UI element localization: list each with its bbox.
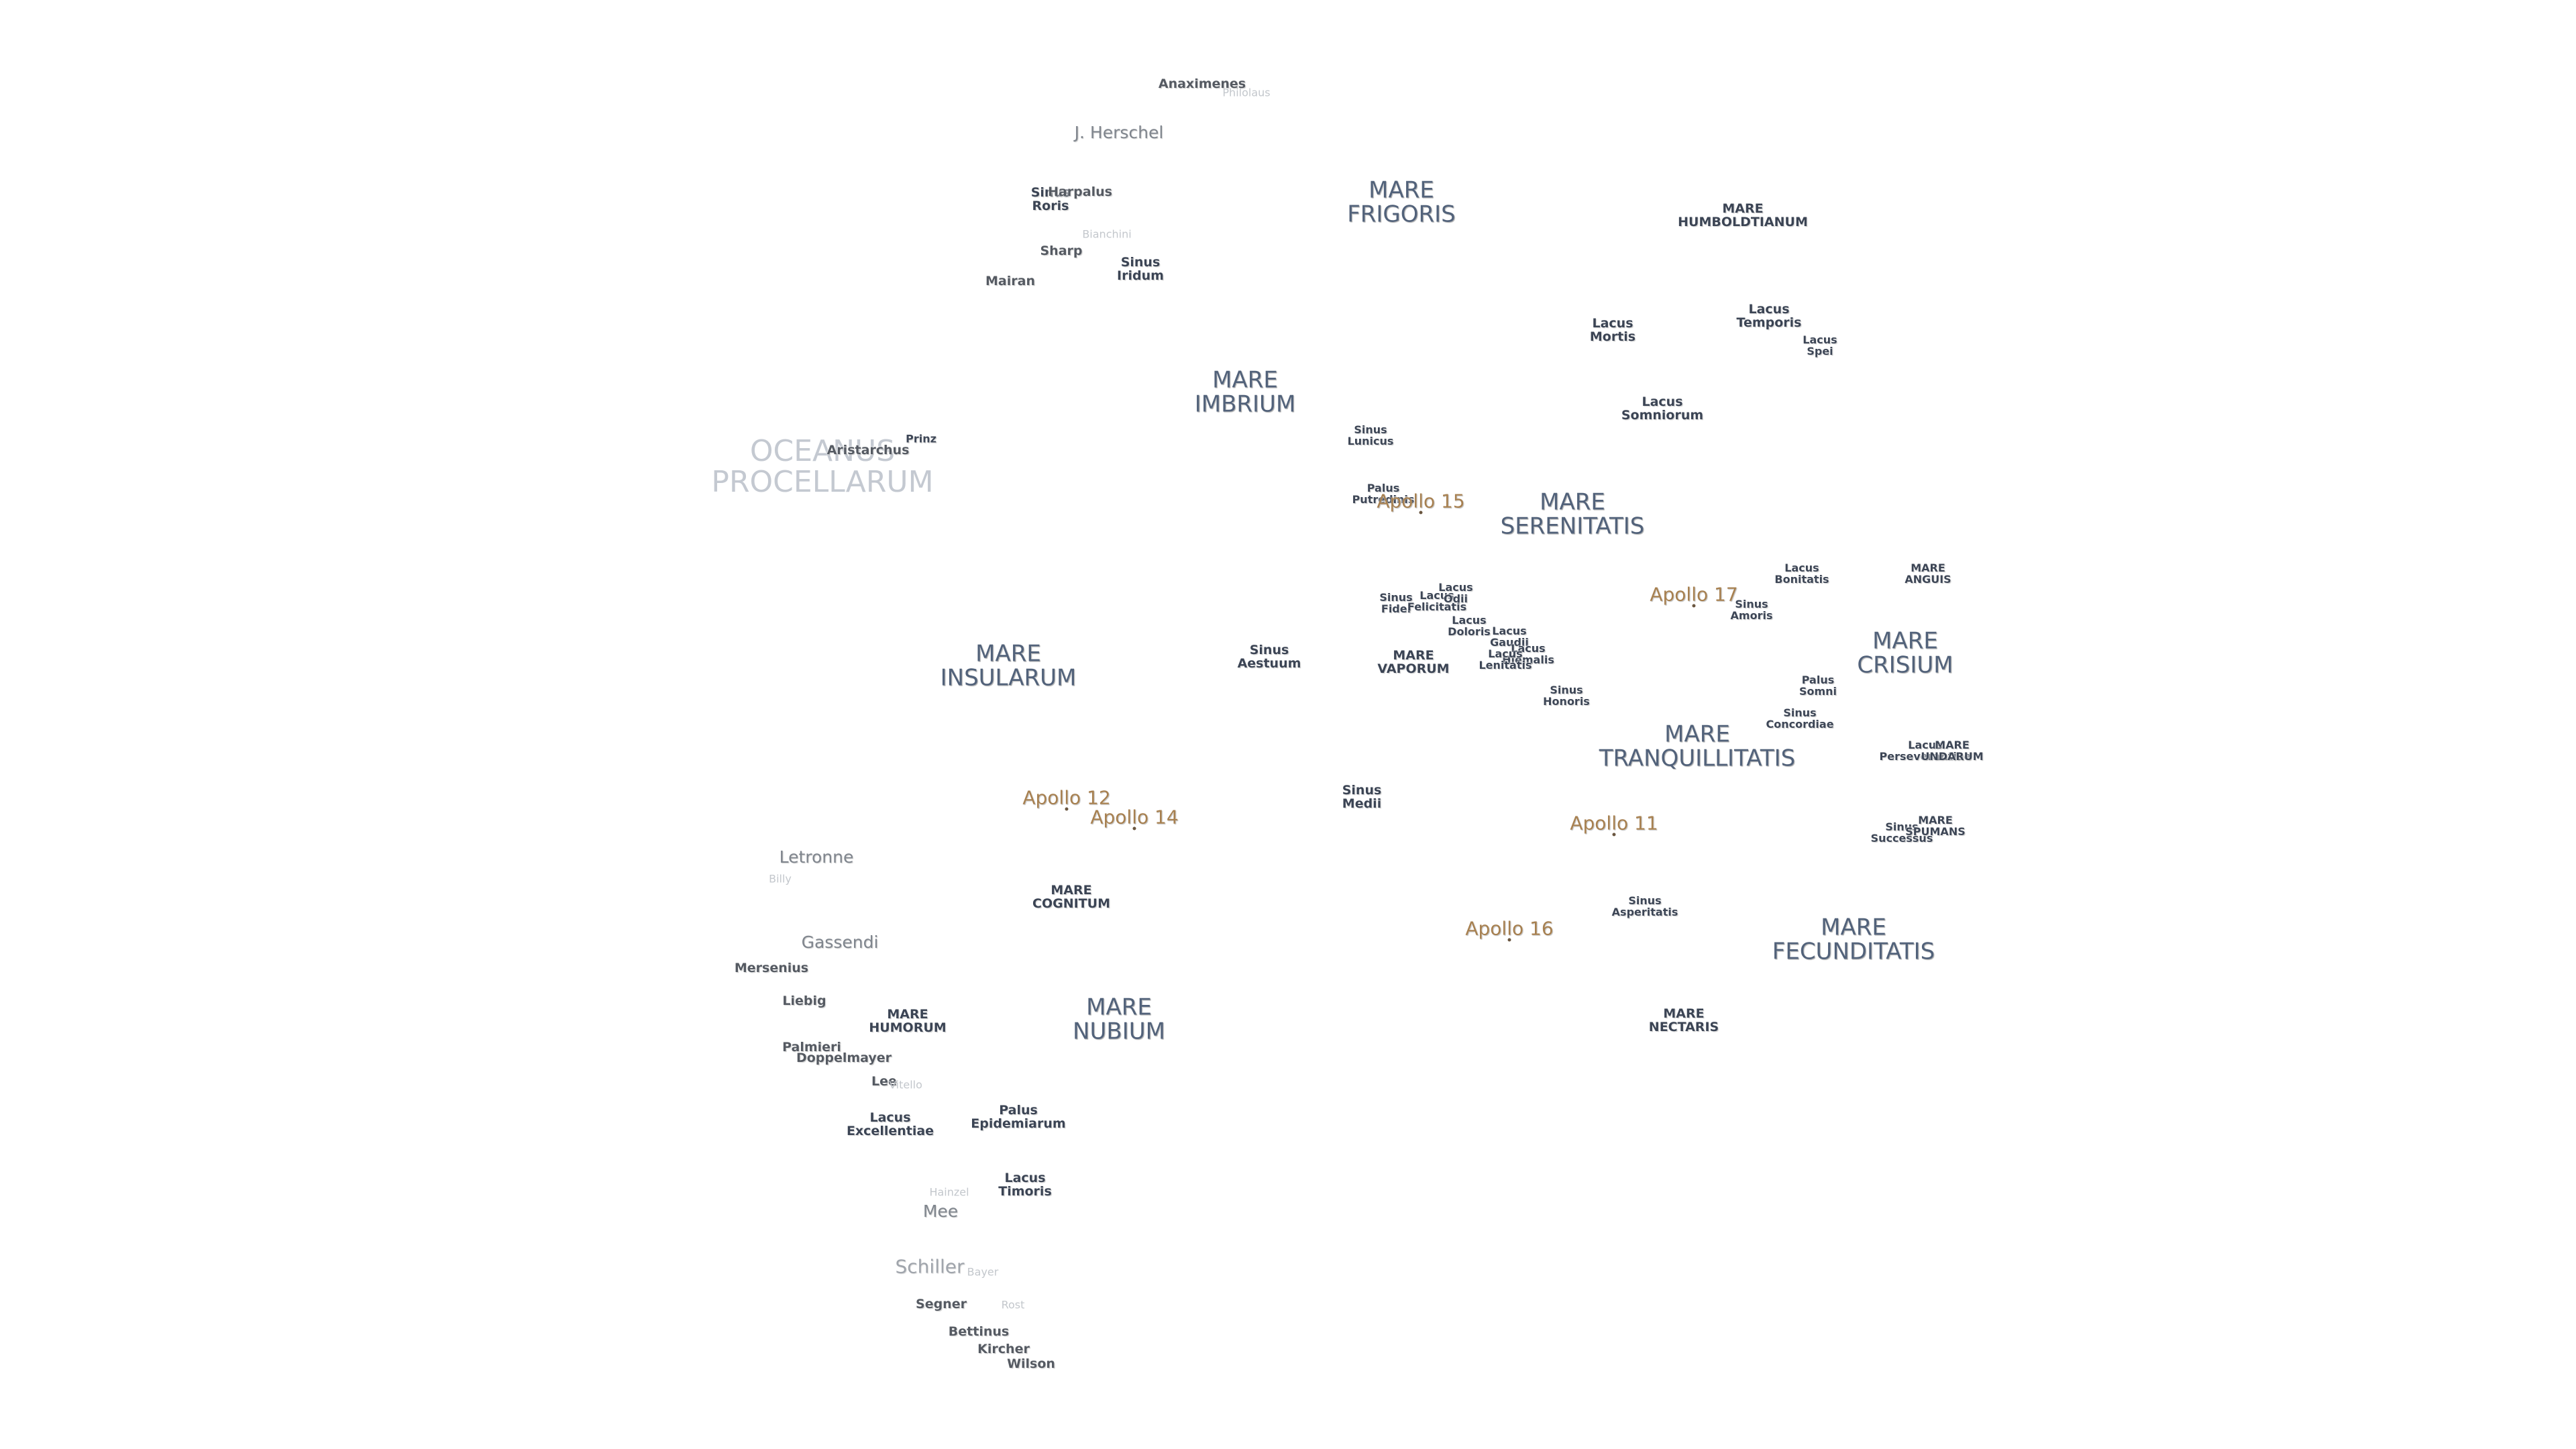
feature-label-lacus-bonitatis: Lacus Bonitatis: [1774, 561, 1829, 586]
feature-label-lacus-somniorum: Lacus Somniorum: [1621, 394, 1704, 423]
feature-label-lacus-gaudii: Lacus Gaudii: [1490, 625, 1529, 649]
feature-label-mare-nubium: MARE NUBIUM: [1073, 994, 1165, 1044]
feature-label-mare-frigoris: MARE FRIGORIS: [1347, 176, 1456, 227]
feature-label-mare-humorum: MARE HUMORUM: [869, 1007, 947, 1035]
feature-label-letronne: Letronne: [779, 847, 854, 867]
feature-label-mairan: Mairan: [985, 274, 1035, 289]
feature-label-sinus-asperitatis: Sinus Asperitatis: [1611, 894, 1678, 918]
feature-label-mare-humboldtianum: MARE HUMBOLDTIANUM: [1678, 201, 1808, 229]
feature-label-sinus-amoris: Sinus Amoris: [1730, 598, 1773, 622]
feature-label-lacus-hiemalis: Lacus Hiemalis: [1502, 642, 1554, 666]
feature-label-sinus-medii: Sinus Medii: [1342, 783, 1382, 811]
landing-site-marker-apollo-11: [1612, 833, 1616, 837]
feature-label-mare-tranquillitatis: MARE TRANQUILLITATIS: [1599, 720, 1796, 771]
feature-label-mare-fecunditatis: MARE FECUNDITATIS: [1772, 914, 1935, 965]
feature-label-lacus-temporis: Lacus Temporis: [1736, 302, 1802, 330]
feature-label-lacus-doloris: Lacus Doloris: [1448, 614, 1491, 638]
feature-label-sinus-concordiae: Sinus Concordiae: [1766, 706, 1834, 731]
feature-label-liebig: Liebig: [782, 994, 826, 1009]
apollo-label-apollo-14: Apollo 14: [1090, 806, 1179, 828]
feature-label-lacus-excellentiae: Lacus Excellentiae: [846, 1110, 934, 1138]
feature-label-lacus-mortis: Lacus Mortis: [1589, 316, 1636, 344]
apollo-label-apollo-16: Apollo 16: [1465, 917, 1554, 940]
feature-label-mare-spumans: MARE SPUMANS: [1905, 814, 1966, 838]
feature-label-sinus-fidei: Sinus Fidei: [1379, 591, 1413, 615]
feature-label-gassendi: Gassendi: [801, 932, 879, 952]
feature-label-wilson: Wilson: [1007, 1356, 1055, 1372]
feature-label-mare-insularum: MARE INSULARUM: [940, 640, 1077, 691]
feature-label-lee: Lee: [871, 1074, 897, 1089]
feature-label-mare-cognitum: MARE COGNITUM: [1032, 883, 1110, 911]
feature-label-bettinus: Bettinus: [948, 1324, 1010, 1340]
feature-label-mare-nectaris: MARE NECTARIS: [1648, 1006, 1719, 1034]
feature-label-sinus-roris: Sinus Roris: [1030, 185, 1071, 213]
landing-site-marker-apollo-16: [1507, 938, 1511, 942]
feature-label-sinus-aestuum: Sinus Aestuum: [1237, 643, 1301, 671]
feature-label-sinus-iridum: Sinus Iridum: [1117, 255, 1164, 283]
feature-label-mare-serenitatis: MARE SERENITATIS: [1500, 488, 1645, 539]
feature-label-lacus-felicitatis: Lacus Felicitatis: [1407, 589, 1467, 613]
feature-label-mare-undarum: MARE UNDARUM: [1921, 739, 1984, 763]
feature-label-schiller: Schiller: [895, 1255, 965, 1278]
feature-label-mare-imbrium: MARE IMBRIUM: [1194, 366, 1296, 417]
landing-site-marker-apollo-15: [1419, 511, 1423, 515]
feature-label-vitello: Vitello: [889, 1078, 922, 1091]
apollo-label-apollo-15: Apollo 15: [1377, 490, 1465, 513]
feature-label-oceanus-procellarum: OCEANUS PROCELLARUM: [711, 433, 934, 499]
feature-label-anaximenes: Anaximenes: [1158, 76, 1246, 92]
feature-label-doppelmayer: Doppelmayer: [796, 1051, 892, 1066]
feature-label-mare-vaporum: MARE VAPORUM: [1377, 648, 1450, 676]
feature-label-palus-somni: Palus Somni: [1799, 674, 1837, 698]
feature-label-palmieri: Palmieri: [782, 1040, 841, 1055]
feature-label-palus-putredinis: Palus Putredinis: [1352, 482, 1415, 506]
feature-label-mersenius: Mersenius: [734, 961, 809, 976]
apollo-label-apollo-17: Apollo 17: [1650, 583, 1738, 606]
feature-label-sinus-honoris: Sinus Honoris: [1543, 684, 1590, 708]
feature-label-philolaus: Philolaus: [1222, 86, 1271, 99]
feature-label-kircher: Kircher: [977, 1342, 1030, 1357]
feature-label-rost: Rost: [1001, 1298, 1025, 1311]
feature-label-sharp: Sharp: [1040, 244, 1083, 259]
feature-label-mee: Mee: [922, 1201, 959, 1221]
feature-label-prinz: Prinz: [906, 432, 936, 445]
feature-label-lacus-lenitatis: Lacus Lenitatis: [1479, 647, 1532, 672]
feature-label-aristarchus: Aristarchus: [826, 443, 910, 458]
feature-label-lacus-odii: Lacus Odii: [1438, 581, 1473, 605]
apollo-label-apollo-11: Apollo 11: [1570, 812, 1658, 835]
feature-label-billy: Billy: [769, 872, 792, 885]
feature-label-palus-epidemiarum: Palus Epidemiarum: [971, 1103, 1066, 1131]
feature-label-mare-anguis: MARE ANGUIS: [1904, 561, 1951, 586]
feature-label-segner: Segner: [916, 1297, 967, 1312]
feature-label-mare-crisium: MARE CRISIUM: [1857, 627, 1953, 678]
feature-label-bayer: Bayer: [967, 1265, 999, 1279]
feature-label-j-herschel: J. Herschel: [1074, 122, 1164, 142]
landing-site-marker-apollo-17: [1692, 604, 1696, 608]
landing-site-marker-apollo-12: [1065, 807, 1069, 811]
landing-site-marker-apollo-14: [1132, 826, 1136, 830]
apollo-label-apollo-12: Apollo 12: [1022, 786, 1111, 809]
feature-label-lacus-spei: Lacus Spei: [1803, 333, 1837, 358]
feature-label-lacus-perseverantiae: Lacus Perseverantiae: [1879, 739, 1972, 763]
feature-label-lacus-timoris: Lacus Timoris: [998, 1171, 1052, 1199]
feature-label-bianchini: Bianchini: [1082, 227, 1132, 241]
feature-label-sinus-successus: Sinus Successus: [1870, 820, 1933, 845]
feature-label-sinus-lunicus: Sinus Lunicus: [1347, 423, 1394, 447]
feature-label-harpalus: Harpalus: [1048, 184, 1112, 200]
feature-label-hainzel: Hainzel: [929, 1185, 969, 1199]
